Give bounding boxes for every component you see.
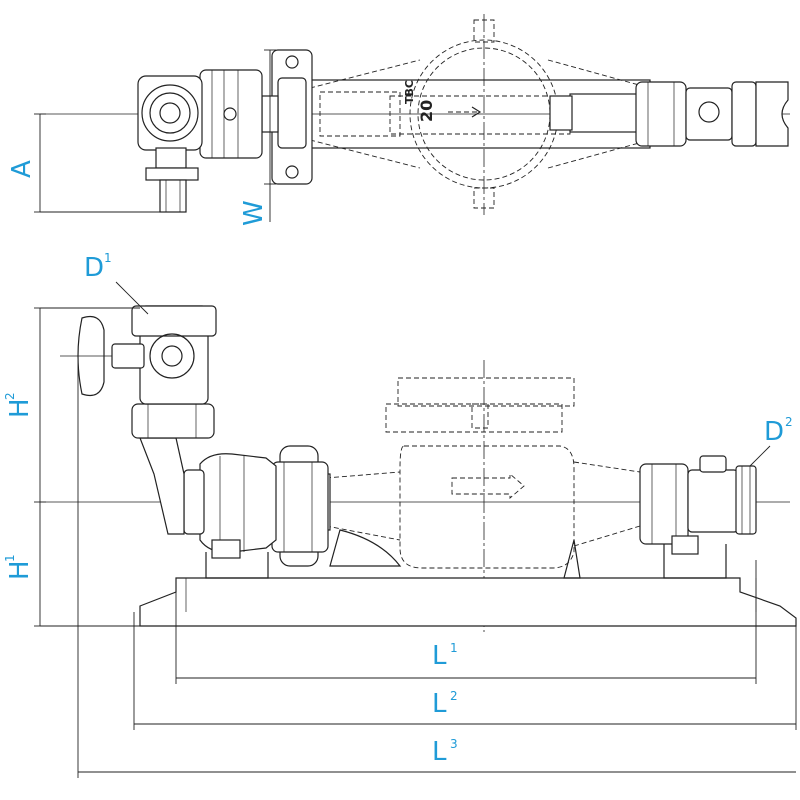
meter-hidden-line-3 (573, 461, 641, 473)
plan-flange-bolt-top (285, 55, 299, 69)
meter-register-window (471, 403, 489, 429)
plan-hidden-line-1 (309, 59, 421, 89)
plan-right-check-valve (685, 87, 733, 141)
meter-brand-marking: TBC (403, 80, 416, 104)
plan-right-union (731, 81, 757, 147)
d1-label-sup: 1 (104, 251, 112, 265)
dim-l2-label: L (432, 689, 447, 719)
plan-ball-valve-inner-ring (149, 92, 191, 134)
elevation-view: D 1 D 2 H 2 H 1 L 1 L 2 L 3 (3, 251, 797, 778)
elevation-flow-arrow (451, 473, 525, 499)
plan-ball-valve-body (137, 75, 203, 151)
meter-hidden-line-1 (325, 471, 401, 479)
meter-case-outline (399, 445, 575, 569)
elevation-left-nut (271, 461, 329, 553)
meter-hidden-line-4 (573, 525, 641, 547)
plan-flow-arrow-head (471, 106, 482, 118)
meter-right-support (563, 539, 581, 579)
elevation-right-foot-block (671, 535, 699, 555)
plan-right-nut (635, 81, 687, 147)
dim-h1-label: H (5, 560, 35, 580)
plan-handle-stem (155, 147, 187, 169)
dim-h1-label-sup: 1 (3, 554, 17, 562)
d2-label: D (764, 417, 784, 447)
plan-ball-valve-core (159, 102, 181, 124)
elevation-elbow (139, 437, 185, 535)
d1-label: D (84, 253, 104, 283)
elevation-left-foot (205, 552, 269, 579)
plan-handle-base (145, 167, 199, 181)
meter-register-outline (385, 403, 563, 433)
plan-right-strainer (549, 95, 573, 131)
plan-right-outlet-end (755, 81, 789, 147)
d1-leader-line (115, 281, 149, 315)
plan-handle-grip (159, 179, 187, 213)
elevation-right-foot (663, 544, 727, 579)
dim-l2-label-sup: 2 (450, 689, 458, 703)
plan-flange-bolt-bottom (285, 165, 299, 179)
elevation-left-foot-block (211, 539, 241, 559)
dim-h2-label: H (5, 398, 35, 418)
elevation-elbow-connector (183, 469, 205, 535)
plan-left-valve-body (199, 69, 263, 159)
elevation-ball-valve-stem (161, 345, 183, 367)
dim-l3-label: L (432, 737, 447, 767)
dim-l3-label-sup: 3 (450, 737, 458, 751)
d2-leader-line (749, 445, 771, 467)
dim-h2-label-sup: 2 (3, 392, 17, 400)
meter-left-support (329, 529, 402, 567)
plan-hidden-line-2 (547, 59, 651, 89)
plan-ball-valve-outer-ring (141, 84, 199, 142)
elevation-right-outlet (735, 465, 757, 535)
plan-hidden-line-3 (309, 139, 421, 169)
meter-size-marking: 20 (417, 100, 436, 122)
plan-hidden-box-left (319, 91, 401, 137)
d2-label-sup: 2 (785, 415, 793, 429)
meter-lid-outline (397, 377, 575, 407)
elevation-ball-valve-ball (149, 333, 195, 379)
elevation-right-check-cap (699, 455, 727, 473)
base-plate (139, 577, 797, 627)
plan-right-check-cap (698, 101, 720, 123)
elevation-right-nut (639, 463, 689, 545)
meter-hidden-line-2 (325, 525, 401, 541)
plan-right-pipe (569, 93, 641, 133)
dim-l1-label: L (432, 641, 447, 671)
dim-a-label: A (7, 160, 37, 178)
dim-w-label: W (239, 200, 269, 226)
plan-left-nut (277, 77, 307, 149)
plan-view: TBC 20 (7, 14, 790, 226)
elevation-upper-union (131, 403, 215, 439)
plan-valve-screw (223, 107, 237, 121)
plan-hidden-box-center (389, 95, 571, 135)
elevation-left-valve-body (199, 453, 277, 553)
elevation-handle-stem (111, 343, 145, 369)
elevation-right-check-valve (687, 469, 739, 533)
elevation-ball-valve-top-nut (131, 305, 217, 337)
plan-hidden-line-4 (547, 139, 651, 169)
dim-l1-label-sup: 1 (450, 641, 458, 655)
